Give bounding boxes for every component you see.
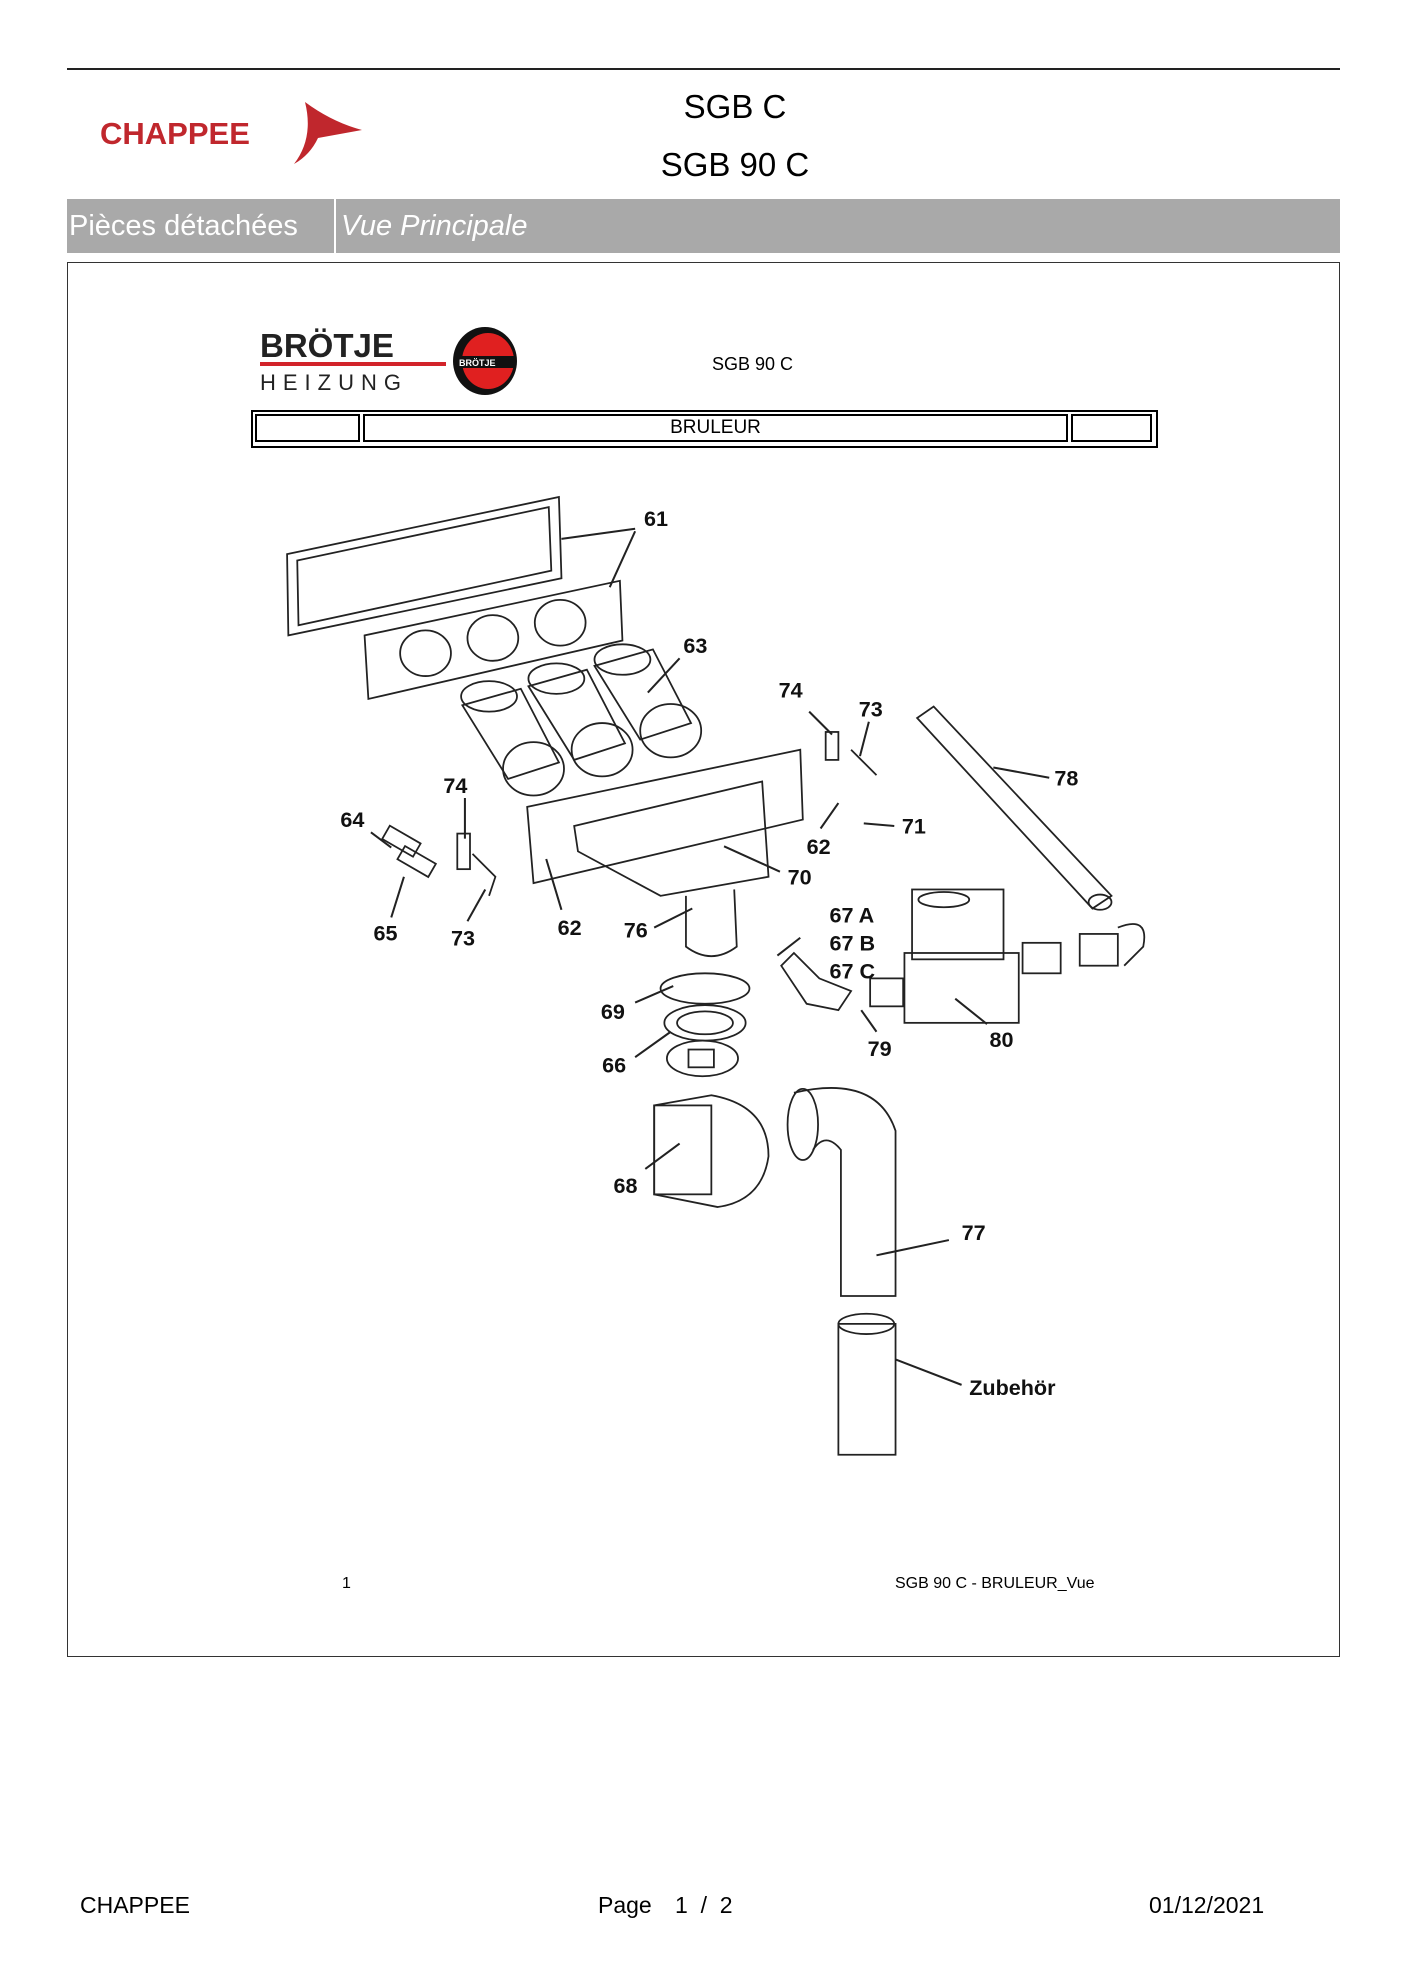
product-family-title: SGB C: [683, 88, 787, 125]
svg-text:BRÖTJE: BRÖTJE: [459, 358, 496, 368]
callout-76: 76: [624, 918, 648, 943]
gas-valve-part: [780, 888, 1146, 1024]
flue-pipe-part: [793, 1087, 897, 1297]
svg-text:HEIZUNG: HEIZUNG: [260, 370, 408, 395]
callout-80: 80: [990, 1027, 1014, 1052]
title-table: BRULEUR: [251, 410, 1158, 448]
svg-text:BRÖTJE: BRÖTJE: [260, 327, 394, 364]
callout-74-left: 74: [443, 773, 467, 798]
callout-79: 79: [868, 1036, 892, 1061]
callout-67b: 67 B: [829, 930, 875, 955]
callout-61: 61: [644, 506, 668, 531]
fan-part: [653, 1094, 770, 1208]
drawing-frame: [67, 262, 1340, 1657]
callout-71: 71: [902, 814, 926, 839]
sheet-model: SGB 90 C: [712, 354, 794, 374]
accessory-tube-part: [837, 1323, 897, 1456]
callout-zubehor: Zubehör: [969, 1375, 1056, 1400]
title-table-title: BRULEUR: [363, 414, 1068, 442]
callout-63: 63: [683, 633, 707, 658]
footer-date: 01/12/2021: [1149, 1892, 1265, 1918]
callout-64: 64: [340, 807, 364, 832]
callout-77: 77: [962, 1220, 986, 1245]
top-rule: [67, 68, 1340, 70]
chappee-logo: CHAPPEE: [100, 102, 362, 164]
callout-66: 66: [602, 1052, 626, 1077]
footer-page-number: 1 / 2: [675, 1892, 733, 1918]
title-table-left-cell: [255, 414, 360, 442]
gas-pipe-part: [915, 705, 1113, 910]
callout-68: 68: [614, 1173, 638, 1198]
bar-divider: [334, 199, 336, 253]
footer-page-label: Page: [598, 1892, 652, 1918]
callout-62: 62: [807, 834, 831, 859]
callout-78: 78: [1054, 765, 1078, 790]
callout-73-left: 73: [451, 925, 475, 950]
svg-text:CHAPPEE: CHAPPEE: [100, 116, 250, 151]
title-table-right-cell: [1071, 414, 1152, 442]
callout-69: 69: [601, 999, 625, 1024]
callout-70: 70: [788, 864, 812, 889]
burner-plate-part: [363, 579, 624, 701]
sheet-page-number: 1: [342, 1575, 351, 1592]
section-bar: Pièces détachées Vue Principale: [67, 199, 1340, 253]
callout-65: 65: [373, 920, 397, 945]
view-label: Vue Principale: [341, 210, 528, 242]
sheet-view-name: SGB 90 C - BRULEUR_Vue: [895, 1575, 1095, 1592]
brotje-logo: BRÖTJE HEIZUNG BRÖTJE: [260, 327, 517, 395]
callout-67c: 67 C: [829, 958, 875, 983]
burner-tubes-part: [460, 643, 703, 797]
callout-74: 74: [779, 678, 803, 703]
product-model-title: SGB 90 C: [660, 146, 810, 183]
callout-62-left: 62: [558, 915, 582, 940]
footer-company: CHAPPEE: [80, 1892, 190, 1918]
callout-67a: 67 A: [829, 903, 874, 928]
manifold-part: [526, 748, 804, 885]
section-label: Pièces détachées: [69, 210, 298, 242]
callout-73: 73: [859, 697, 883, 722]
gasket-part: [286, 495, 563, 637]
